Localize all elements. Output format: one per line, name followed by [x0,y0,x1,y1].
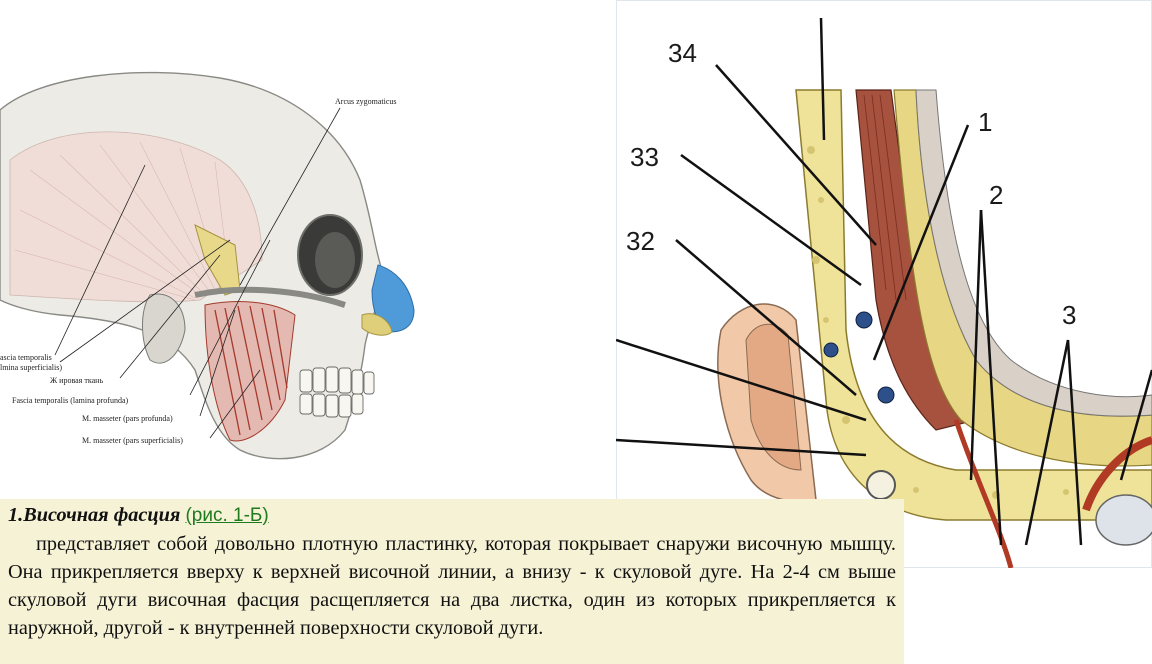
description-heading-line: 1.Височная фасция (рис. 1-Б) [8,501,896,530]
label-masseter-profunda: M. masseter (pars profunda) [82,414,173,423]
label-fat-tissue: Ж ировая ткань [50,376,103,385]
label-number-32: 32 [626,226,655,256]
label-fascia-superficialis-2: lmina superficialis) [0,363,62,372]
outer-fat-layer [795,89,1152,521]
description-text-box: 1.Височная фасция (рис. 1-Б) представляе… [0,499,904,664]
label-number-1: 1 [978,107,992,137]
temporal-muscle [9,131,263,303]
vessel-group [823,311,895,404]
label-number-34: 34 [668,38,697,68]
section-title: 1.Височная фасция [8,504,181,526]
masseter-muscle [204,301,296,442]
label-fascia-profunda: Fascia temporalis (lamina profunda) [12,396,129,405]
nasal-cartilage [371,264,415,333]
cross-section-illustration: 34 33 32 1 2 3 [616,0,1152,568]
label-masseter-superficialis: M. masseter (pars superficialis) [82,436,183,445]
skull-illustration: Arcus zygomaticus ascia temporalis lmina… [0,70,415,468]
description-paragraph: представляет собой довольно плотную плас… [8,533,896,639]
label-number-33: 33 [630,142,659,172]
label-arcus-zygomaticus: Arcus zygomaticus [335,97,397,106]
figure-link[interactable]: (рис. 1-Б) [185,505,269,526]
label-fascia-superficialis-1: ascia temporalis [0,353,52,362]
label-number-2: 2 [989,180,1003,210]
label-number-3: 3 [1062,300,1076,330]
